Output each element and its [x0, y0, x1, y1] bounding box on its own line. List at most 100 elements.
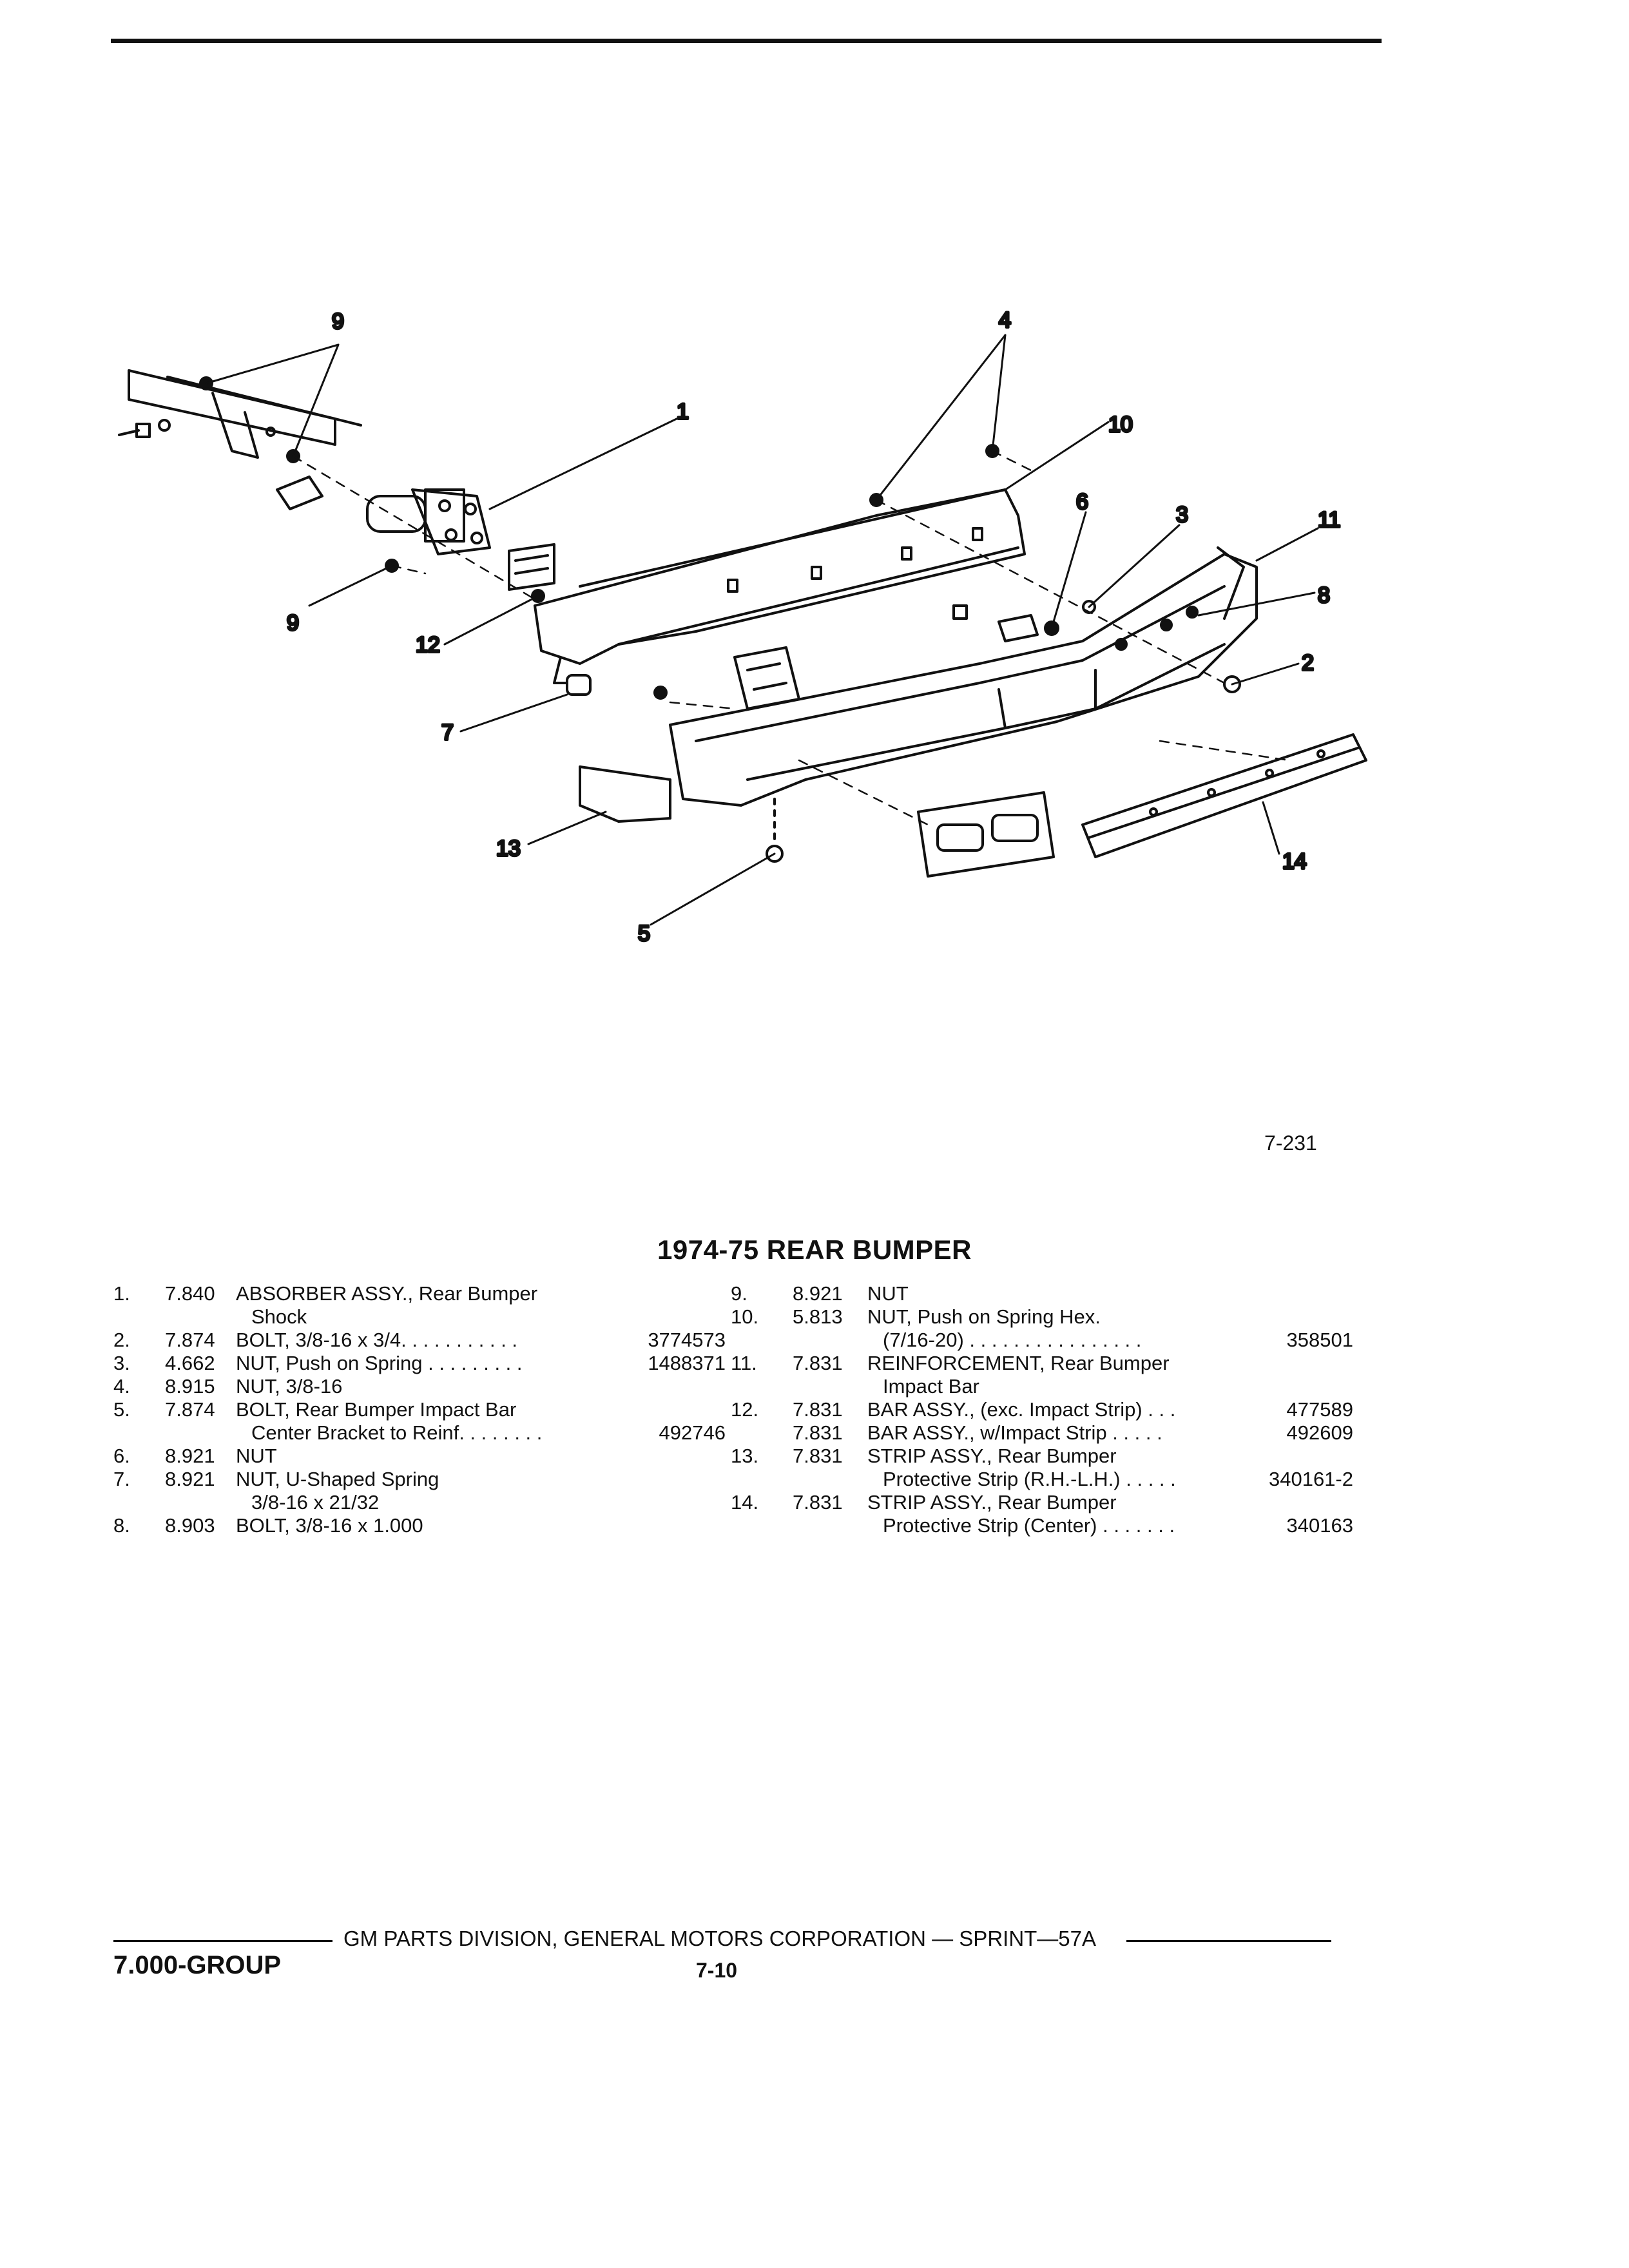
leader-lines — [205, 334, 1319, 926]
callout-12: 11 — [1318, 508, 1340, 532]
group-number: 4.662 — [165, 1352, 215, 1374]
item-description: STRIP ASSY., Rear Bumper — [867, 1491, 1117, 1514]
protective-strip-center — [1081, 733, 1367, 858]
entry-line: (7/16-20) . . . . . . . . . . . . . . . … — [731, 1329, 1353, 1352]
part-number: 492746 — [659, 1421, 726, 1444]
entry-line: Impact Bar — [731, 1375, 1353, 1398]
callout-13: 13 — [496, 836, 521, 861]
page-number: 7-10 — [696, 1959, 738, 1982]
footer-text: GM PARTS DIVISION, GENERAL MOTORS CORPOR… — [343, 1927, 1097, 1950]
footer-rule-right — [1126, 1940, 1331, 1942]
callout-8: 8 — [1318, 583, 1330, 608]
group-label: 7.000-GROUP — [113, 1951, 282, 1979]
top-rule — [111, 39, 1382, 43]
group-number: 7.874 — [165, 1398, 215, 1421]
item-number: 13. — [731, 1445, 759, 1467]
group-number: 8.915 — [165, 1375, 215, 1398]
impact-center-bracket — [917, 791, 1055, 878]
parts-list-entry: 8. 8.903 BOLT, 3/8-16 x 1.000 — [113, 1514, 726, 1537]
item-number: 14. — [731, 1491, 759, 1514]
entry-line: Protective Strip (Center) . . . . . . .3… — [731, 1514, 1353, 1537]
item-description: BOLT, 3/8-16 x 1.000 — [236, 1514, 423, 1537]
item-number: 9. — [731, 1282, 747, 1305]
part-number: 340163 — [1286, 1514, 1353, 1537]
group-number: 7.831 — [793, 1445, 843, 1467]
shock-absorber — [366, 488, 491, 555]
callout-10: 12 — [416, 633, 440, 657]
callout-6: 6 — [1076, 490, 1088, 514]
part-number: 477589 — [1286, 1398, 1353, 1421]
item-description: (7/16-20) . . . . . . . . . . . . . . . … — [883, 1329, 1142, 1351]
part-number: 492609 — [1286, 1421, 1353, 1444]
item-description: NUT — [236, 1445, 277, 1467]
bolt-5-icon — [766, 798, 784, 863]
group-number: 8.921 — [165, 1468, 215, 1490]
item-number: 12. — [731, 1398, 759, 1421]
section-title: 1974-75 REAR BUMPER — [657, 1235, 972, 1265]
rear-bumper-bar — [669, 546, 1258, 807]
callout-2: 2 — [1302, 651, 1314, 675]
item-description: Impact Bar — [883, 1375, 979, 1398]
group-number: 7.831 — [793, 1421, 843, 1444]
callout-14: 14 — [1282, 849, 1307, 874]
callout-11: 10 — [1108, 412, 1133, 437]
callout-1: 1 — [677, 399, 689, 424]
item-number: 4. — [113, 1375, 130, 1398]
parts-list-entry: 10. 5.813 NUT, Push on Spring Hex.(7/16-20… — [731, 1305, 1353, 1352]
protective-strip-end — [579, 765, 671, 823]
item-number: 7. — [113, 1468, 130, 1490]
item-description: BAR ASSY., (exc. Impact Strip) . . . — [867, 1398, 1176, 1421]
absorber-bracket — [276, 476, 323, 510]
item-number: 8. — [113, 1514, 130, 1537]
item-number: 10. — [731, 1305, 759, 1328]
group-number: 8.903 — [165, 1514, 215, 1537]
group-number: 7.874 — [165, 1329, 215, 1351]
entry-line: 8. 8.903 BOLT, 3/8-16 x 1.000 — [113, 1514, 726, 1537]
item-number: 2. — [113, 1329, 130, 1351]
item-description: NUT, Push on Spring Hex. — [867, 1305, 1101, 1328]
item-description: REINFORCEMENT, Rear Bumper — [867, 1352, 1170, 1374]
item-number: 1. — [113, 1282, 130, 1305]
center-bracket — [733, 646, 800, 710]
callout-9-top: 9 — [332, 309, 344, 334]
entry-line: 13. 7.831 STRIP ASSY., Rear Bumper — [731, 1445, 1353, 1468]
item-description: STRIP ASSY., Rear Bumper — [867, 1445, 1117, 1467]
nut-3-icon — [1082, 600, 1096, 614]
callout-4: 4 — [999, 308, 1011, 332]
part-number: 358501 — [1286, 1329, 1353, 1351]
item-description: NUT, 3/8-16 — [236, 1375, 343, 1398]
frame-bolt-icon — [118, 419, 171, 438]
entry-line: 4. 8.915 NUT, 3/8-16 — [113, 1375, 726, 1398]
clip-bracket — [998, 614, 1039, 642]
entry-line: 12. 7.831 BAR ASSY., (exc. Impact Strip) .… — [731, 1398, 1353, 1421]
group-number: 7.831 — [793, 1398, 843, 1421]
frame-rail — [128, 369, 362, 459]
reinforcement-bar — [534, 444, 1026, 684]
item-description: 3/8-16 x 21/32 — [251, 1491, 380, 1514]
group-number: 5.813 — [793, 1305, 843, 1328]
mounting-plate — [508, 543, 555, 591]
part-number: 340161-2 — [1268, 1468, 1353, 1490]
part-number: 3774573 — [648, 1329, 726, 1351]
item-description: ABSORBER ASSY., Rear Bumper — [236, 1282, 538, 1305]
entry-line: 3/8-16 x 21/32 — [113, 1491, 726, 1514]
spring-nut-icon — [952, 604, 968, 620]
